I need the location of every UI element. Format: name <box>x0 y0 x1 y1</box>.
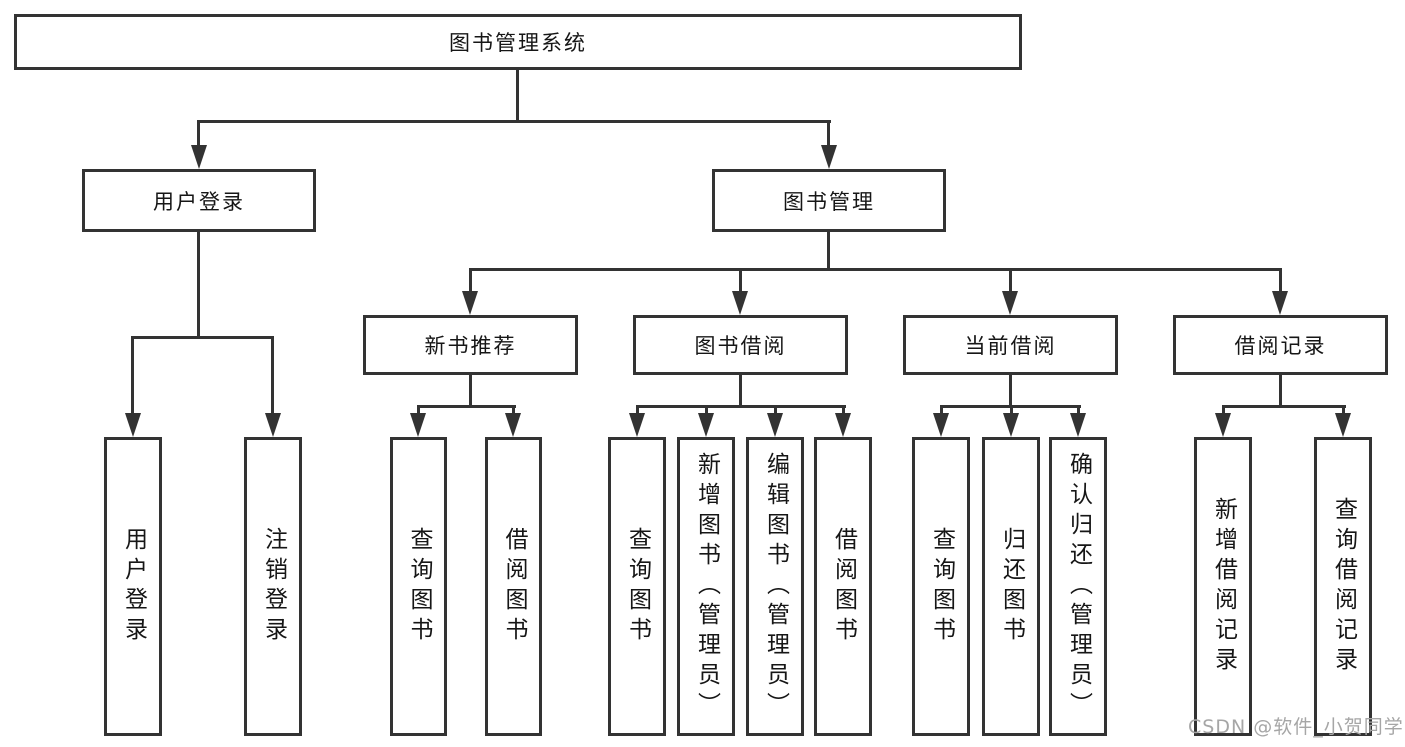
connector-line <box>469 268 1282 271</box>
arrow-down-icon <box>732 291 748 315</box>
leaf-edit-book-admin: 编辑图书（管理员） <box>746 437 804 736</box>
leaf-query-books-borrow: 查询图书 <box>608 437 666 736</box>
arrow-down-icon <box>1215 413 1231 437</box>
connector-line <box>131 336 134 413</box>
arrow-down-icon <box>933 413 949 437</box>
leaf-query-borrow-record-label: 查询借阅记录 <box>1330 496 1357 677</box>
leaf-borrow-books-recommend: 借阅图书 <box>485 437 542 736</box>
arrow-down-icon <box>125 413 141 437</box>
connector-line <box>705 405 708 415</box>
leaf-query-books-recommend: 查询图书 <box>390 437 447 736</box>
connector-line <box>827 232 830 268</box>
watermark: CSDN @软件_小贺同学 <box>1188 716 1404 738</box>
connector-line <box>1342 405 1345 415</box>
leaf-query-books-borrow-label: 查询图书 <box>624 526 651 647</box>
leaf-add-book-admin-label: 新增图书（管理员） <box>693 451 720 722</box>
arrow-down-icon <box>1003 413 1019 437</box>
leaf-return-book-label: 归还图书 <box>998 526 1025 647</box>
arrow-down-icon <box>191 145 207 169</box>
connector-line <box>940 405 943 415</box>
leaf-add-borrow-record-label: 新增借阅记录 <box>1210 496 1237 677</box>
branch-new-book-recommend-label: 新书推荐 <box>424 334 517 358</box>
arrow-down-icon <box>1070 413 1086 437</box>
connector-line <box>271 336 274 413</box>
connector-line <box>197 120 200 145</box>
connector-line <box>842 405 845 415</box>
connector-line <box>516 70 519 120</box>
branch-book-borrow-label: 图书借阅 <box>694 334 787 358</box>
branch-book-management-label: 图书管理 <box>783 189 875 214</box>
arrow-down-icon <box>1335 413 1351 437</box>
leaf-logout-login-label: 注销登录 <box>260 526 287 647</box>
arrow-down-icon <box>821 145 837 169</box>
connector-line <box>636 405 846 408</box>
leaf-borrow-books-recommend-label: 借阅图书 <box>501 526 527 647</box>
leaf-borrow-books: 借阅图书 <box>814 437 872 736</box>
leaf-logout-login: 注销登录 <box>244 437 302 736</box>
arrow-down-icon <box>835 413 851 437</box>
branch-user-login-label: 用户登录 <box>153 189 245 214</box>
branch-user-login: 用户登录 <box>82 169 316 232</box>
connector-line <box>1279 375 1282 405</box>
connector-line <box>739 375 742 405</box>
connector-line <box>774 405 777 415</box>
connector-line <box>827 120 830 145</box>
connector-line <box>1009 268 1012 291</box>
connector-line <box>469 375 472 405</box>
leaf-query-books-recommend-label: 查询图书 <box>406 526 432 647</box>
arrow-down-icon <box>462 291 478 315</box>
connector-line <box>132 336 274 339</box>
connector-line <box>1077 405 1080 415</box>
arrow-down-icon <box>265 413 281 437</box>
arrow-down-icon <box>767 413 783 437</box>
leaf-user-login-label: 用户登录 <box>120 526 147 647</box>
branch-book-borrow: 图书借阅 <box>633 315 848 375</box>
leaf-user-login: 用户登录 <box>104 437 162 736</box>
arrow-down-icon <box>698 413 714 437</box>
connector-line <box>1010 405 1013 415</box>
branch-new-book-recommend: 新书推荐 <box>363 315 578 375</box>
arrow-down-icon <box>1002 291 1018 315</box>
leaf-edit-book-admin-label: 编辑图书（管理员） <box>762 451 789 722</box>
leaf-confirm-return-admin-label: 确认归还（管理员） <box>1065 451 1092 722</box>
arrow-down-icon <box>410 413 426 437</box>
leaf-query-borrow-record: 查询借阅记录 <box>1314 437 1372 736</box>
leaf-add-borrow-record: 新增借阅记录 <box>1194 437 1252 736</box>
connector-line <box>417 405 516 408</box>
leaf-query-books-current-label: 查询图书 <box>928 526 955 647</box>
leaf-confirm-return-admin: 确认归还（管理员） <box>1049 437 1107 736</box>
connector-line <box>417 405 420 415</box>
branch-borrow-records: 借阅记录 <box>1173 315 1388 375</box>
node-root: 图书管理系统 <box>14 14 1022 70</box>
connector-line <box>469 268 472 291</box>
connector-line <box>512 405 515 415</box>
leaf-query-books-current: 查询图书 <box>912 437 970 736</box>
leaf-add-book-admin: 新增图书（管理员） <box>677 437 735 736</box>
branch-current-borrow: 当前借阅 <box>903 315 1118 375</box>
arrow-down-icon <box>629 413 645 437</box>
connector-line <box>1279 268 1282 291</box>
arrow-down-icon <box>1272 291 1288 315</box>
branch-book-management: 图书管理 <box>712 169 946 232</box>
connector-line <box>1222 405 1346 408</box>
arrow-down-icon <box>505 413 521 437</box>
connector-line <box>198 120 831 123</box>
leaf-borrow-books-label: 借阅图书 <box>830 526 857 647</box>
connector-line <box>739 268 742 291</box>
connector-line <box>636 405 639 415</box>
connector-line <box>1222 405 1225 415</box>
leaf-return-book: 归还图书 <box>982 437 1040 736</box>
connector-line <box>1009 375 1012 405</box>
branch-current-borrow-label: 当前借阅 <box>964 334 1057 358</box>
branch-borrow-records-label: 借阅记录 <box>1234 334 1327 358</box>
connector-line <box>197 232 200 336</box>
node-root-label: 图书管理系统 <box>449 31 587 55</box>
